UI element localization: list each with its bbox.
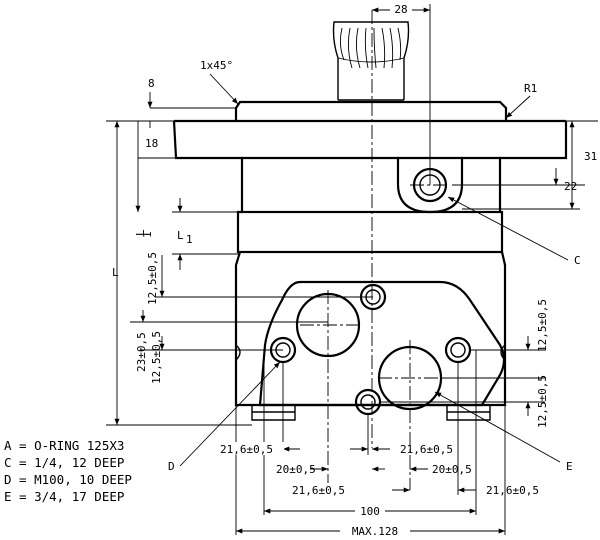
dim-bottom: 21,6±0,5 21,6±0,5 20±0,5 20±0,5 21,6±0,5…: [216, 442, 539, 538]
dim-18: 18: [106, 120, 176, 159]
legend-a: A = O-RING 125X3: [4, 438, 124, 453]
dim-left: L L 1 L 1 12,5±0,5 23±0,5 12,5±0,5: [106, 121, 373, 426]
dim-left-tol3-label: 12,5±0,5: [150, 331, 163, 384]
dim-left-tol1-label: 12,5±0,5: [146, 252, 159, 305]
dim-max128-label: MAX.128: [352, 525, 398, 538]
mounting-flange: [150, 100, 568, 160]
dim-22-label: 22: [564, 180, 577, 193]
dim-18-label: 18: [145, 137, 158, 150]
callouts: C D E: [168, 196, 581, 473]
dim-l1-sub: 1: [186, 233, 193, 246]
dim-100-label: 100: [360, 505, 380, 518]
dim-l-label: L: [112, 266, 119, 279]
callout-e: E: [566, 460, 573, 473]
dim-31-label: 31: [584, 150, 597, 163]
splined-shaft: [332, 21, 410, 101]
dim-l1-vert-label: L: [134, 229, 147, 236]
dim-l1-label: L: [177, 229, 184, 242]
port-d-right: [450, 342, 466, 358]
dim-20-left-label: 20±0,5: [276, 463, 316, 476]
dim-216-left-label: 21,6±0,5: [220, 443, 273, 456]
dim-chamfer: 8 1x45° R1: [147, 59, 537, 128]
dim-right-tol2-label: 12,5±0,5: [536, 375, 549, 428]
dim-left-tol2-label: 23±0,5: [135, 332, 148, 372]
dim-right: 31 22: [452, 120, 598, 210]
dim-l1-vert-sub: 1: [141, 231, 154, 238]
legend-d: D = M100, 10 DEEP: [4, 472, 132, 487]
dim-20-right-label: 20±0,5: [432, 463, 472, 476]
callout-d: D: [168, 460, 175, 473]
rear-cover: [251, 280, 506, 421]
callout-c: C: [574, 254, 581, 267]
dim-28-label: 28: [394, 3, 407, 16]
dim-right-small: 12,5±0,5 12,5±0,5: [380, 299, 549, 428]
dim-8-label: 8: [148, 77, 155, 90]
dim-28: 28: [372, 2, 431, 185]
dim-chamfer-label: 1x45°: [200, 59, 233, 72]
bottom-extensions: [235, 350, 506, 535]
legend-e: E = 3/4, 17 DEEP: [4, 489, 124, 504]
center-lines: [300, 10, 450, 490]
dim-216-right-label: 21,6±0,5: [486, 484, 539, 497]
port-d-bottom: [360, 394, 376, 410]
dim-r1-label: R1: [524, 82, 537, 95]
dim-216-low-label: 21,6±0,5: [292, 484, 345, 497]
legend: A = O-RING 125X3 C = 1/4, 12 DEEP D = M1…: [4, 438, 132, 504]
dim-right-tol1-label: 12,5±0,5: [536, 299, 549, 352]
legend-c: C = 1/4, 12 DEEP: [4, 455, 124, 470]
dim-216-mid-label: 21,6±0,5: [400, 443, 453, 456]
